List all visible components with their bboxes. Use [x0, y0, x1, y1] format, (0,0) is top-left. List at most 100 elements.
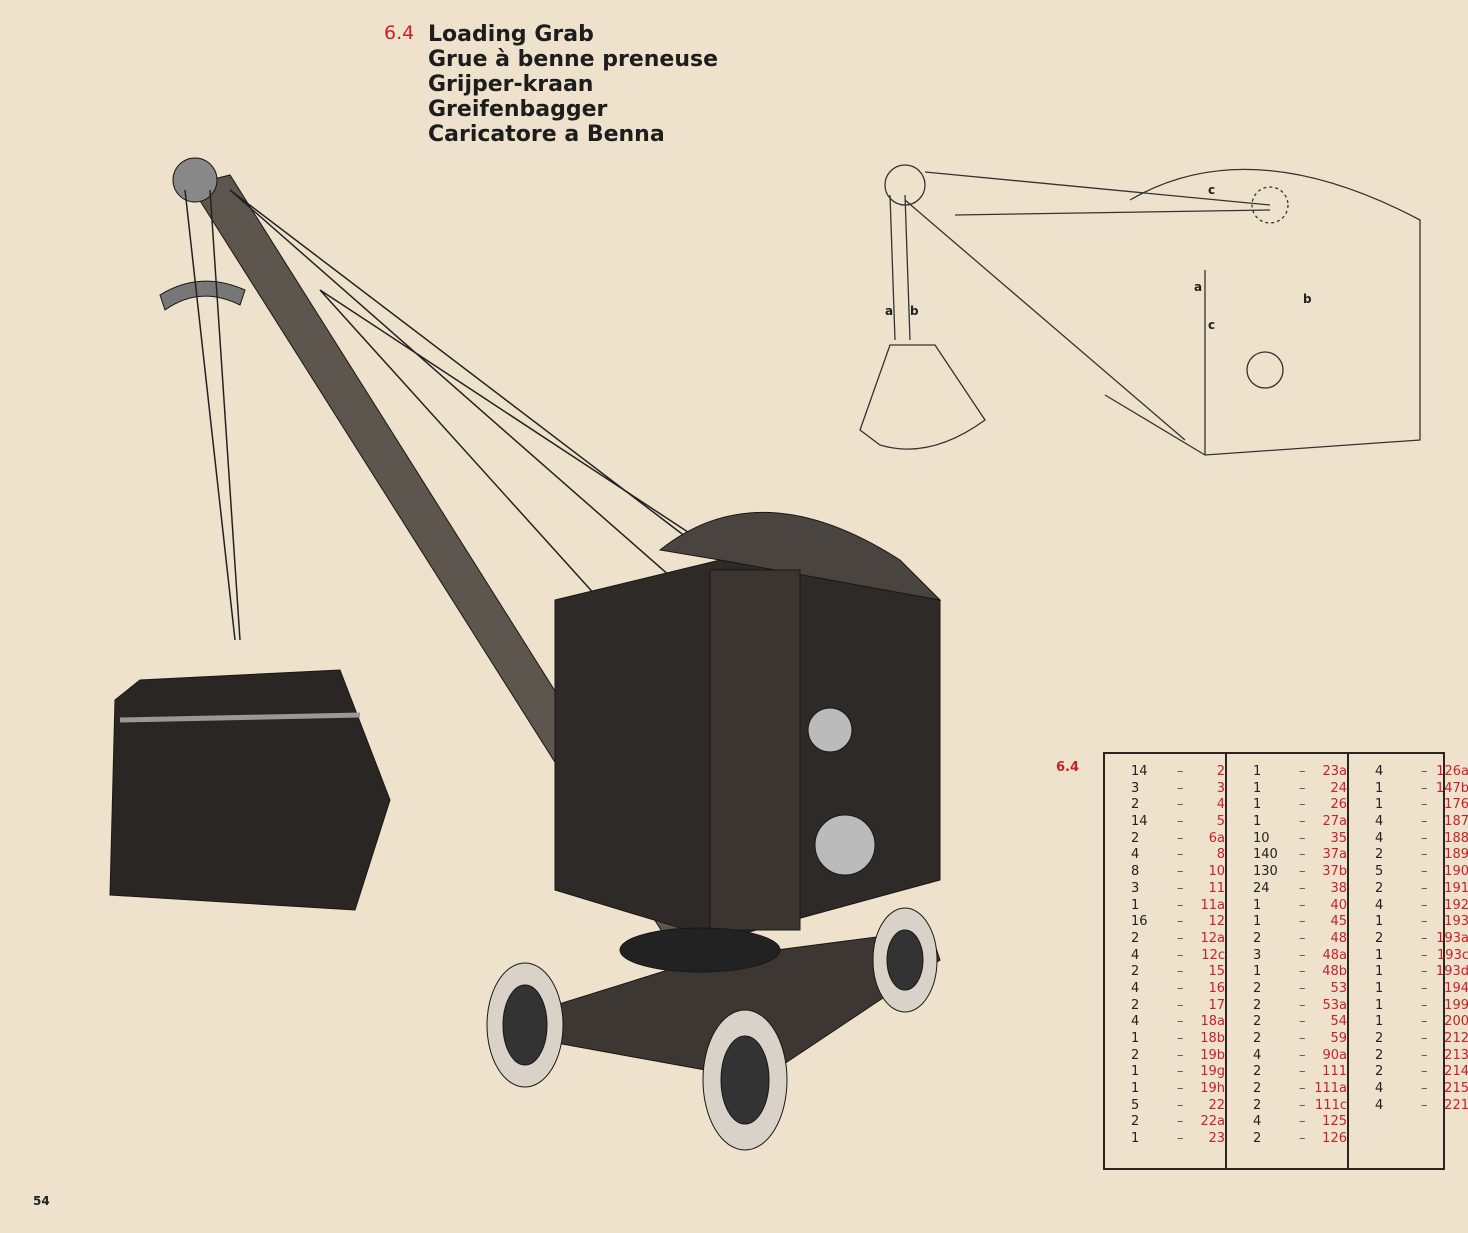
parts-row: 1–40 — [1227, 898, 1347, 915]
parts-row: 2–189 — [1349, 847, 1468, 864]
parts-row: 1–199 — [1349, 998, 1468, 1015]
part-quantity: 2 — [1131, 964, 1140, 980]
parts-row: 1 –147b — [1349, 781, 1468, 798]
part-quantity: 4 — [1375, 1097, 1384, 1113]
parts-row: 2–19b — [1105, 1048, 1225, 1065]
parts-row: 4–215 — [1349, 1081, 1468, 1098]
dash: – — [1421, 847, 1428, 863]
part-number: 37b — [1322, 864, 1347, 880]
part-quantity: 140 — [1253, 847, 1278, 863]
part-number: 18b — [1200, 1031, 1225, 1046]
part-quantity: 2 — [1375, 1064, 1384, 1080]
part-quantity: 2 — [1375, 1031, 1384, 1046]
part-quantity: 2 — [1375, 1047, 1384, 1063]
parts-row: 1–18b — [1105, 1031, 1225, 1048]
part-number: 111c — [1315, 1097, 1347, 1113]
dash: – — [1421, 780, 1428, 796]
part-number: 193c — [1437, 947, 1468, 963]
part-quantity: 2 — [1253, 1031, 1262, 1046]
parts-row: 2–54 — [1227, 1014, 1347, 1031]
parts-row: 4–188 — [1349, 831, 1468, 848]
part-number: 193a — [1436, 930, 1468, 946]
part-quantity: 2 — [1375, 930, 1384, 946]
dash: – — [1177, 1081, 1184, 1097]
dash: – — [1299, 947, 1306, 963]
part-number: 147b — [1435, 780, 1468, 796]
parts-row: 14–2 — [1105, 764, 1225, 781]
part-quantity: 1 — [1375, 980, 1384, 996]
part-number: 125 — [1322, 1114, 1347, 1130]
part-number: 90a — [1322, 1047, 1347, 1063]
parts-row: 2–22a — [1105, 1114, 1225, 1131]
part-number: 4 — [1216, 797, 1225, 813]
dash: – — [1299, 980, 1306, 996]
parts-row: 4–192 — [1349, 898, 1468, 915]
part-number: 16 — [1208, 980, 1225, 996]
parts-row: 1–194 — [1349, 981, 1468, 998]
part-number: 48 — [1330, 930, 1347, 946]
part-number: 126 — [1322, 1131, 1347, 1147]
part-number: 12 — [1208, 914, 1225, 930]
dash: – — [1299, 1097, 1306, 1113]
part-number: 5 — [1216, 814, 1225, 830]
parts-row: 1–23a — [1227, 764, 1347, 781]
part-number: 191 — [1444, 880, 1468, 896]
part-quantity: 1 — [1375, 780, 1384, 796]
crane-photo — [109, 157, 942, 1151]
part-quantity: 5 — [1375, 864, 1384, 880]
part-quantity: 4 — [1375, 897, 1384, 913]
dash: – — [1299, 847, 1306, 863]
part-number: 23a — [1322, 764, 1347, 779]
part-quantity: 1 — [1131, 897, 1140, 913]
parts-row: 3–48a — [1227, 948, 1347, 965]
part-number: 193d — [1435, 964, 1468, 980]
diagram-label-c: c — [1208, 183, 1216, 197]
part-number: 111 — [1322, 1064, 1347, 1080]
dash: – — [1299, 864, 1306, 880]
parts-row: 2–191 — [1349, 881, 1468, 898]
dash: – — [1177, 930, 1184, 946]
dash: – — [1299, 797, 1306, 813]
parts-row: 4–16 — [1105, 981, 1225, 998]
part-number: 22 — [1208, 1097, 1225, 1113]
part-quantity: 2 — [1253, 1097, 1262, 1113]
part-number: 221 — [1444, 1097, 1468, 1113]
parts-row: 8–10 — [1105, 864, 1225, 881]
dash: – — [1421, 1014, 1428, 1030]
dash: – — [1299, 1064, 1306, 1080]
parts-row: 2 –193a — [1349, 931, 1468, 948]
part-quantity: 1 — [1253, 764, 1262, 779]
parts-row: 2–126 — [1227, 1131, 1347, 1148]
part-number: 126a — [1436, 764, 1468, 779]
dash: – — [1299, 1047, 1306, 1063]
parts-row: 2–213 — [1349, 1048, 1468, 1065]
parts-row: 2–53 — [1227, 981, 1347, 998]
part-number: 199 — [1444, 997, 1468, 1013]
dash: – — [1421, 897, 1428, 913]
parts-row: 1–23 — [1105, 1131, 1225, 1148]
part-quantity: 2 — [1253, 1014, 1262, 1030]
parts-row: 4–187 — [1349, 814, 1468, 831]
rope-diagram — [859, 164, 1421, 456]
title-de: Greifenbagger — [428, 97, 608, 122]
part-quantity: 4 — [1131, 847, 1140, 863]
dash: – — [1421, 930, 1428, 946]
dash: – — [1299, 830, 1306, 846]
parts-row: 1–19h — [1105, 1081, 1225, 1098]
parts-row: 2–212 — [1349, 1031, 1468, 1048]
dash: – — [1421, 880, 1428, 896]
part-number: 212 — [1444, 1031, 1468, 1046]
diagram-label-a2: a — [1194, 280, 1203, 294]
dash: – — [1421, 1047, 1428, 1063]
part-number: 38 — [1330, 880, 1347, 896]
parts-row: 2–111a — [1227, 1081, 1347, 1098]
model-titles: Loading Grab Grue à benne preneuse Grijp… — [428, 22, 718, 147]
dash: – — [1421, 980, 1428, 996]
dash: – — [1177, 830, 1184, 846]
dash: – — [1299, 1114, 1306, 1130]
parts-row: 2–53a — [1227, 998, 1347, 1015]
page-number: 54 — [33, 1194, 50, 1208]
